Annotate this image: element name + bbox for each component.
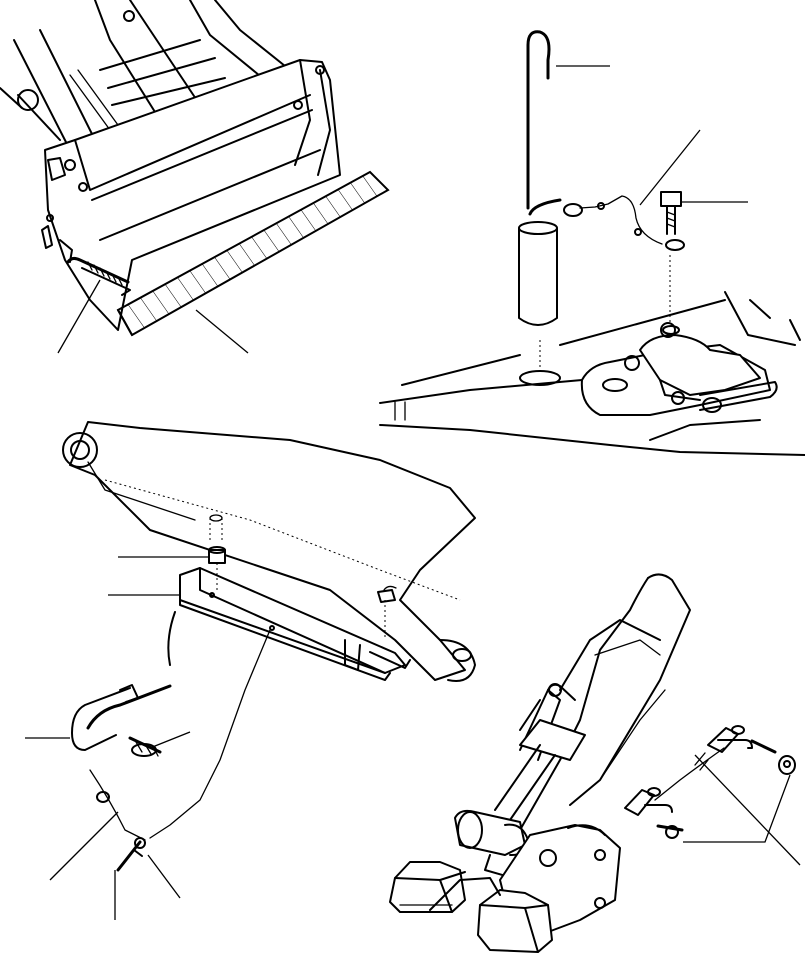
- stopper-chain: [66, 256, 131, 296]
- stabilizer-pads: [389, 861, 553, 953]
- fastener-set: [96, 791, 146, 872]
- lock-pin: [518, 30, 562, 372]
- boom-lock-pins: [624, 725, 796, 839]
- leader-stopper-chain: [57, 279, 101, 354]
- leader-washer: [49, 811, 119, 881]
- bucket-panel: [0, 0, 390, 354]
- leader-lock-bolts: [683, 774, 791, 843]
- bucket-cutting-edge: [116, 170, 390, 337]
- bucket: [41, 59, 341, 331]
- snap-pin: [128, 736, 162, 757]
- stay-pin: [71, 684, 172, 751]
- stay-bolt: [208, 514, 226, 564]
- leader-snap-pin: [149, 731, 191, 749]
- pin-lanyard: [563, 195, 685, 251]
- chassis-frame: [379, 291, 805, 456]
- lift-arm: [62, 421, 476, 682]
- leader-cutting-edge: [195, 309, 249, 354]
- retaining-bolt: [660, 191, 682, 335]
- backhoe-panel: [389, 573, 801, 953]
- loader-arm-frame: [0, 0, 291, 151]
- leader-lanyard-backhoe: [694, 754, 801, 866]
- boom: [519, 573, 691, 831]
- arm-support-stay: [179, 563, 411, 681]
- leader-lanyard: [639, 129, 701, 206]
- leader-lock-washer: [147, 854, 181, 899]
- lift-arm-panel: [25, 421, 476, 920]
- boom-cylinder: [494, 683, 586, 821]
- lock-pin-panel: [379, 30, 805, 456]
- support-tether: [89, 611, 271, 841]
